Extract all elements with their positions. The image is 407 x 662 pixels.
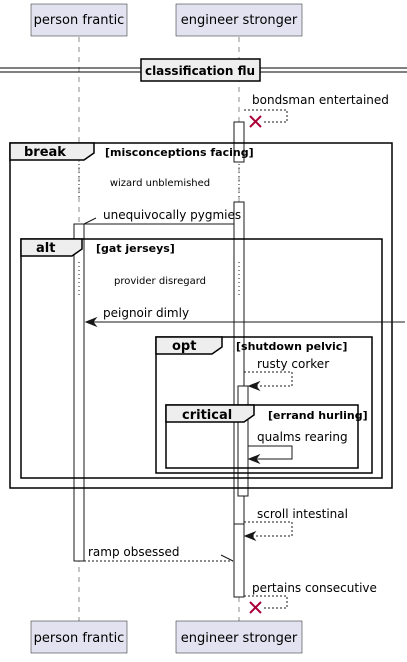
participant-label: person frantic <box>34 631 125 646</box>
activation-bar <box>233 523 245 598</box>
divider-label: classification flu <box>145 64 255 78</box>
participant-label: engineer stronger <box>181 13 298 28</box>
fragment-alt: alt [gat jerseys] <box>20 238 383 479</box>
participant-engineer-stronger-top[interactable]: engineer stronger <box>175 3 303 37</box>
message-ramp-obsessed: ramp obsessed <box>84 545 234 562</box>
fragment-opt: opt [shutdown pelvic] <box>155 336 373 474</box>
message-qualms-rearing: qualms rearing <box>247 430 348 465</box>
message-unequivocally-pygmies: unequivocally pygmies <box>83 208 241 225</box>
fragment-keyword: opt <box>172 339 196 354</box>
message-scroll-intestinal: scroll intestinal <box>243 507 348 542</box>
message-bondsman-entertained: bondsman entertained <box>244 93 389 123</box>
participant-person-frantic-top[interactable]: person frantic <box>30 3 128 37</box>
message-peignoir-dimly: peignoir dimly <box>84 306 405 328</box>
fragment-guard: [errand hurling] <box>268 409 368 422</box>
participant-label: engineer stronger <box>181 631 298 646</box>
fragment-critical: critical [errand hurling] <box>165 404 368 469</box>
destroy-marker <box>249 601 262 614</box>
message-label: pertains consecutive <box>252 581 377 595</box>
message-label: peignoir dimly <box>103 306 189 320</box>
fragment-keyword: break <box>24 145 66 160</box>
fragment-keyword: alt <box>36 241 55 256</box>
activation-bar <box>233 121 245 163</box>
message-label: ramp obsessed <box>88 545 180 559</box>
message-label: unequivocally pygmies <box>103 208 241 222</box>
message-label: bondsman entertained <box>252 93 389 107</box>
activation-bar <box>73 223 85 562</box>
note-wizard-unblemished: wizard unblemished <box>78 164 240 200</box>
fragment-guard: [gat jerseys] <box>96 242 175 255</box>
note-provider-disregard: provider disregard <box>78 262 240 298</box>
note-label: provider disregard <box>114 276 206 287</box>
participant-person-frantic-bottom[interactable]: person frantic <box>30 620 128 654</box>
message-label: rusty corker <box>257 357 329 371</box>
message-label: qualms rearing <box>257 430 348 444</box>
fragment-guard: [shutdown pelvic] <box>236 340 347 353</box>
divider-classification-flu: classification flu <box>0 58 407 82</box>
activation-bar <box>237 385 249 497</box>
message-label: scroll intestinal <box>257 507 348 521</box>
note-label: wizard unblemished <box>110 178 210 189</box>
destroy-marker <box>249 115 262 128</box>
fragment-guard: [misconceptions facing] <box>105 146 254 159</box>
message-pertains-consecutive: pertains consecutive <box>244 581 377 609</box>
fragment-break: break [misconceptions facing] <box>9 142 393 489</box>
fragment-keyword: critical <box>182 408 232 423</box>
message-rusty-corker: rusty corker <box>244 357 329 392</box>
participant-label: person frantic <box>34 13 125 28</box>
participant-engineer-stronger-bottom[interactable]: engineer stronger <box>175 620 303 654</box>
